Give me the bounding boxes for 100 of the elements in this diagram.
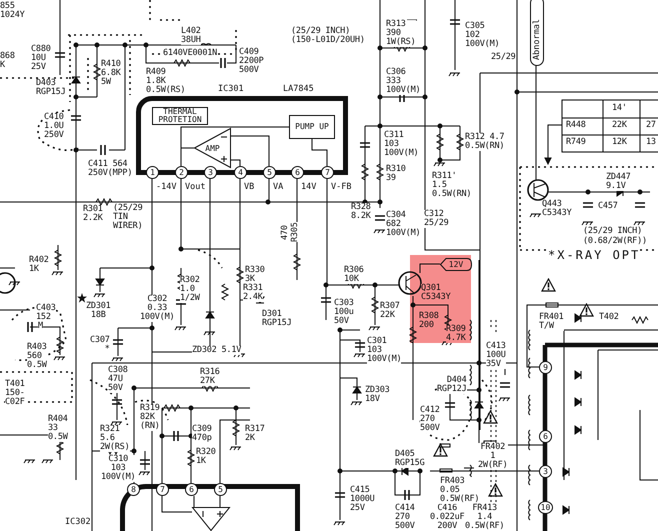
component-label: R307 22K: [380, 302, 400, 320]
component-label: FR402 1 2W(RF): [478, 443, 508, 470]
component-label: (0.68/2W(RF)): [583, 237, 647, 246]
component-label: C310 103 100V(M): [101, 455, 136, 482]
pin-label: VB: [244, 182, 254, 192]
component-label: C305 102 100V(M): [465, 22, 500, 49]
component-label: D301 RGP15J: [262, 310, 292, 328]
component-label: C303 100u 50V: [334, 299, 354, 326]
component-label: T401 150-C02F: [5, 380, 25, 407]
component-label: FR403 0.05 0.5W(RF): [440, 477, 480, 504]
component-label: R310 39: [386, 165, 406, 183]
component-label: R328 8.2K: [351, 203, 371, 221]
opamp-triangle: [192, 507, 230, 531]
component-label: FR413 1.4 0.5W(RF): [465, 504, 504, 531]
connector-line: [162, 496, 192, 512]
pin-label: 14V: [301, 182, 316, 192]
pin-circle: 6: [539, 430, 552, 443]
component-label: C411 564 250V(MPP): [88, 160, 132, 178]
component-label: C457: [598, 202, 618, 211]
component-label: C415 1000U 25V: [350, 486, 375, 513]
component-label: R302 1.0 1/2W: [180, 276, 200, 303]
function-block: PUMP UP: [289, 115, 335, 139]
component-label: 25/29: [491, 53, 516, 62]
component-label: Q443 C5343Y: [542, 200, 572, 218]
component-label: C410 1.0U 250V: [44, 113, 64, 140]
component-label: R404 33 0.5W: [48, 415, 68, 442]
component-label: R410 6.8K 5W: [101, 60, 121, 87]
component-label: ZD302 5.1V: [192, 346, 242, 355]
component-label: R403 560 0.5W: [27, 343, 47, 370]
component-label: (25/29 INCH): [583, 227, 642, 236]
component-label: *X-RAY OPT: [548, 249, 640, 262]
component-label: R306 10K: [344, 266, 364, 284]
signal-tag: Abnormal: [530, 0, 544, 66]
component-label: C416 0.022uF 200V: [430, 504, 464, 531]
pin-label: VA: [273, 182, 284, 192]
component-label: R313 390 1W(RS): [386, 20, 416, 47]
component-label: C412 270 500V: [420, 406, 440, 433]
component-label: 12K: [612, 138, 627, 147]
component-label: R448: [566, 121, 586, 130]
component-label: 13: [646, 138, 656, 147]
pin-label: V-FB: [331, 182, 352, 192]
component-label: C302 0.33 100V(M): [140, 295, 174, 322]
component-label: R749: [566, 138, 586, 147]
component-label: 868 K: [0, 52, 15, 70]
component-label: C403 152: [36, 304, 56, 322]
component-label: 6140VE0001N: [163, 49, 218, 58]
connector-line: [230, 136, 270, 166]
pin-circle: 3: [204, 166, 217, 179]
component-label: C414 270 500V: [395, 504, 415, 531]
component-label: 27: [646, 121, 656, 130]
ic-label: IC301: [218, 84, 244, 94]
component-label: R301 2.2K: [83, 205, 103, 223]
component-label: ZD447 9.1V: [606, 173, 631, 191]
component-label: R305: [291, 222, 300, 242]
component-label: C306 333 100V(M): [386, 68, 420, 95]
function-block: THERMAL PROTETION: [152, 107, 208, 125]
component-label: C413 100U 35V: [486, 342, 506, 369]
component-label: R331 2.4K: [243, 284, 263, 302]
component-label: R330 3K: [245, 266, 265, 284]
pin-label: Vout: [185, 182, 206, 192]
component-label: R317 2K: [245, 425, 265, 443]
pin-circle: 9: [539, 361, 552, 374]
component-label: D403 RGP15J: [36, 79, 66, 97]
component-label: D405 RGP15G: [395, 450, 424, 468]
component-label: 470: [281, 225, 290, 240]
component-label: C308 47U 50V: [108, 366, 128, 393]
component-label: T402: [599, 313, 619, 322]
ic-label: IC302: [65, 517, 91, 527]
component-label: R409 1.8K 0.5W(RS): [146, 68, 186, 95]
ic-label: LA7845: [283, 84, 314, 94]
component-label: R312 4.7 0.5W(RN): [465, 133, 504, 151]
component-label: M: [38, 322, 43, 331]
component-label: R311' 1.5 0.5W(RN): [432, 172, 472, 199]
component-label: L402 38UH: [181, 27, 201, 45]
pin-label: -14V: [156, 182, 176, 192]
pin-circle: 10: [538, 501, 553, 514]
pin-circle: 3: [539, 465, 552, 478]
component-label: 14': [612, 104, 627, 113]
component-label: C880 10U 25V: [31, 45, 51, 72]
component-label: C301 103 100V(M): [367, 337, 402, 364]
component-label: C409 2200P 500V: [239, 48, 264, 75]
component-label: R309 4.7K: [446, 325, 466, 343]
amplifier-triangle: AMP: [194, 128, 231, 168]
component-label: (25/29 TIN WIRER): [113, 204, 143, 231]
voltage-tag: 12V: [440, 258, 472, 271]
component-label: (25/29 INCH): [291, 27, 350, 36]
component-label: C309 470p: [192, 425, 212, 443]
component-label: ZD301 18B: [86, 302, 111, 320]
component-label: Q301 C5343Y: [421, 284, 450, 302]
component-label: ZD303 18V: [365, 386, 390, 404]
component-label: C311 103 100V(M): [384, 131, 418, 158]
component-label: R308 200: [419, 312, 439, 330]
connector-line: [230, 160, 240, 166]
component-label: D404 RGP12J: [437, 376, 466, 394]
component-label: R319 82K (RN): [140, 404, 160, 431]
component-label: R402 1K: [29, 256, 49, 274]
component-label: (150-L01D/20UH): [291, 36, 365, 45]
component-label: R316 27K: [200, 368, 220, 386]
component-label: C304 682 100V(M): [386, 211, 420, 238]
component-label: R321 5.6 2W(RS): [100, 425, 130, 452]
